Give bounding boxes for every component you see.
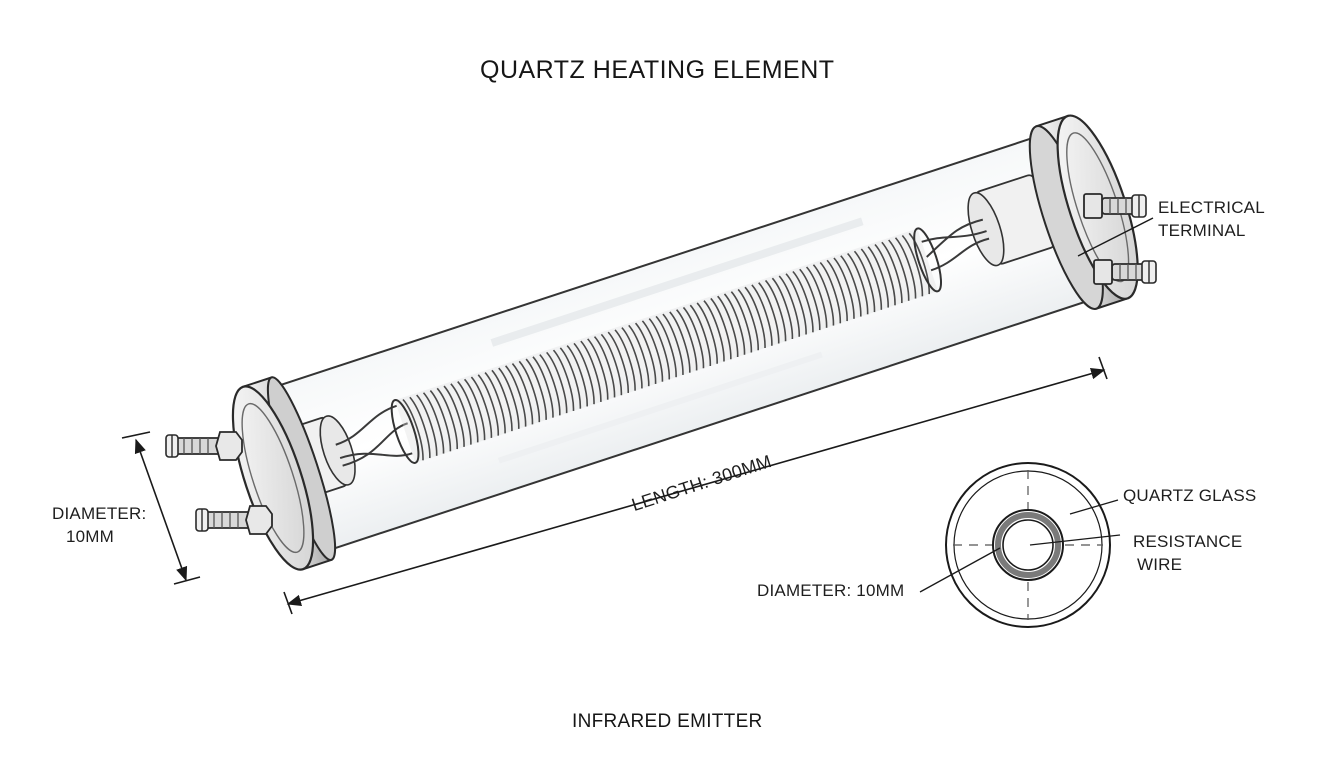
length-dimension xyxy=(283,356,1108,615)
electrical-terminal-leader xyxy=(1077,217,1154,257)
diagram-title: QUARTZ HEATING ELEMENT xyxy=(480,56,835,84)
label-diameter-section: DIAMETER: 10MM xyxy=(757,581,905,600)
right-terminal-upper xyxy=(1083,193,1147,219)
diagram-footer: INFRARED EMITTER xyxy=(572,711,763,732)
label-electrical-terminal-line1: ELECTRICAL xyxy=(1158,198,1265,217)
right-terminal-lower xyxy=(1093,259,1157,285)
cross-section xyxy=(945,462,1111,628)
label-resistance-wire-line1: RESISTANCE xyxy=(1133,532,1243,551)
diameter-dimension-left xyxy=(121,431,201,585)
right-inner-ferrule xyxy=(967,174,1057,267)
label-electrical-terminal-line2: TERMINAL xyxy=(1158,221,1246,240)
cross-section-leaders xyxy=(919,499,1121,593)
label-diameter-left-line2: 10MM xyxy=(66,527,115,546)
glass-highlight xyxy=(490,217,864,347)
left-terminal-lower xyxy=(195,505,273,535)
label-diameter-left-line1: DIAMETER: xyxy=(52,504,147,523)
label-resistance-wire-line2: WIRE xyxy=(1137,555,1183,574)
left-terminal-upper xyxy=(165,431,243,461)
label-quartz-glass: QUARTZ GLASS xyxy=(1123,486,1257,505)
